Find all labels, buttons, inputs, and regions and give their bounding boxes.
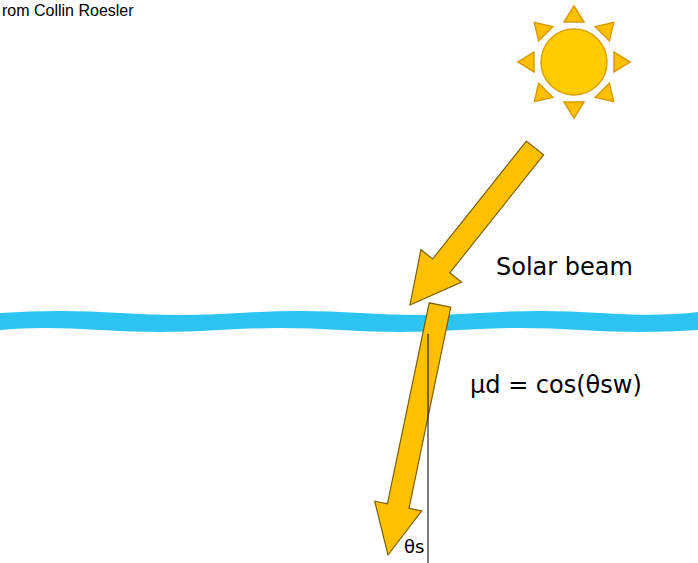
- equation-label: μd = cos(θsw): [470, 372, 642, 398]
- vertical-reference-line: [428, 334, 429, 563]
- refracted-beam-arrow: [375, 303, 451, 555]
- water-surface: [0, 311, 698, 332]
- beam-label: Solar beam: [496, 254, 633, 280]
- angle-label: θs: [404, 537, 424, 557]
- incident-beam-arrow: [410, 141, 544, 305]
- credit-text: rom Collin Roesler: [2, 2, 134, 20]
- sun-symbol: [518, 6, 630, 118]
